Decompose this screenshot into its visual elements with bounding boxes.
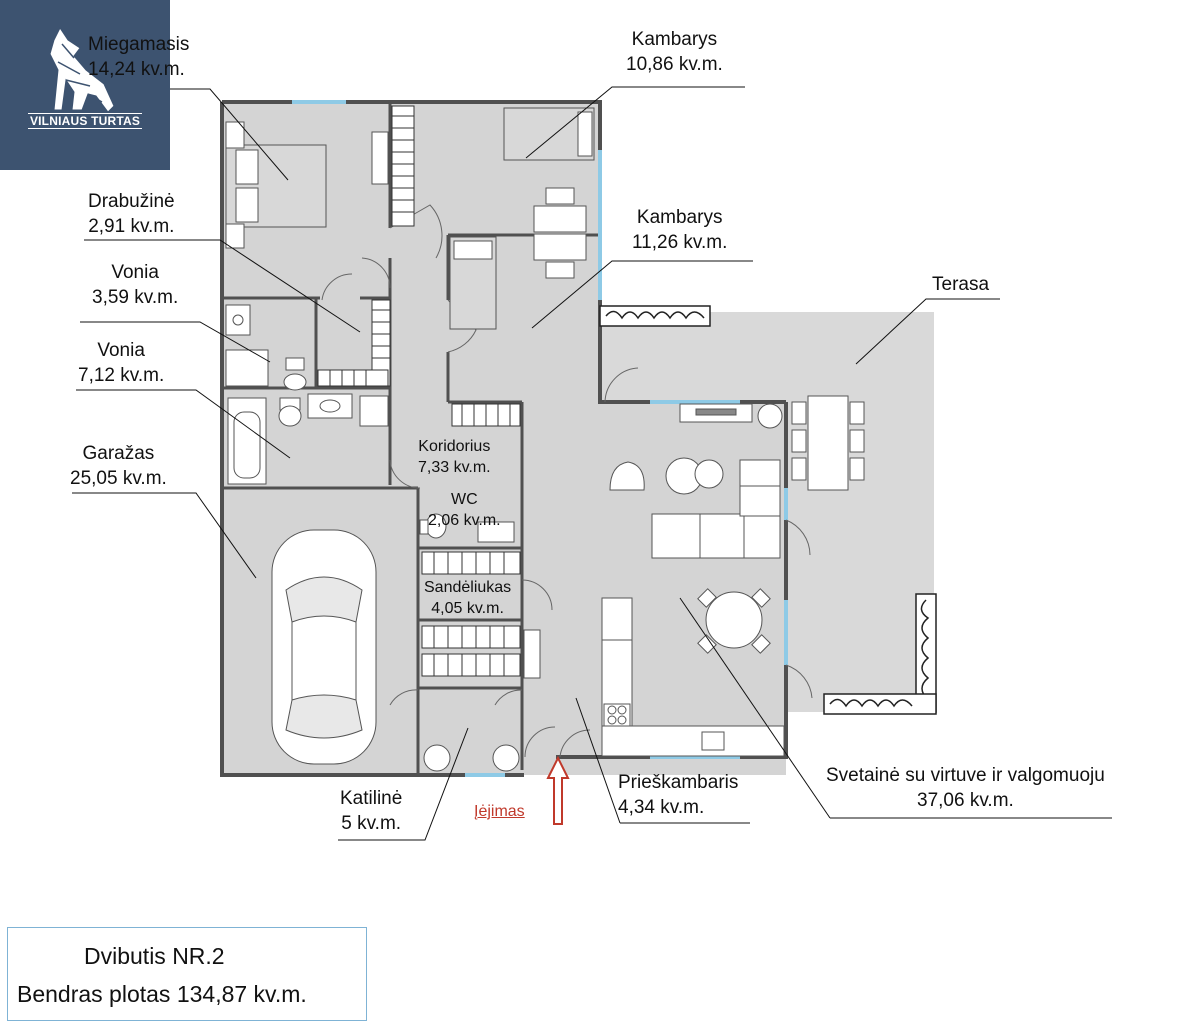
leader-lines — [72, 86, 1112, 841]
wolf-icon — [49, 27, 115, 113]
sofa — [651, 513, 781, 559]
furniture — [225, 107, 865, 772]
label-terasa: Terasa — [932, 274, 990, 295]
windows — [292, 100, 788, 777]
entry-arrow — [546, 755, 570, 825]
brand-name: VILNIAUS TURTAS — [27, 113, 143, 129]
wardrobes — [317, 105, 521, 677]
wardrobe-hatch — [329, 115, 511, 676]
doors — [321, 204, 813, 758]
summary-total-area: Bendras plotas 134,87 kv.m. — [17, 981, 307, 1007]
table-1 — [533, 205, 587, 233]
summary-box: Dvibutis NR.2 Bendras plotas 134,87 kv.m… — [7, 927, 367, 1021]
planters — [599, 305, 937, 715]
brand-logo: VILNIAUS TURTAS — [0, 0, 170, 170]
interior-walls — [222, 102, 660, 775]
terrace-table — [807, 395, 849, 491]
summary-title: Dvibutis NR.2 — [84, 943, 225, 969]
entry-label: Įėjimas — [474, 803, 525, 820]
round-table — [705, 591, 763, 649]
